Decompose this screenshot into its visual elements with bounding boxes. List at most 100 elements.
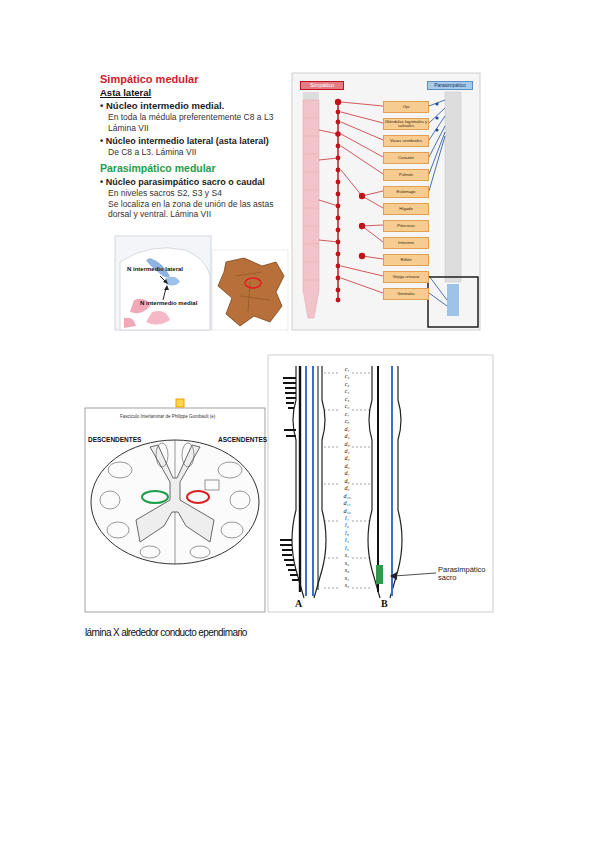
organ-box: Corazón [383, 152, 429, 164]
autonomic-figure-part-part [319, 130, 338, 134]
autonomic-figure-part [337, 100, 338, 302]
autonomic-figure-part-part [336, 120, 341, 125]
box-text: Riñón [401, 258, 412, 262]
slide-subheading: Asta lateral [100, 88, 280, 99]
autonomic-figure-part-part [336, 110, 341, 115]
autonomic-figure-part-part [341, 102, 383, 106]
tract-cross-section-part-part [230, 491, 250, 509]
autonomic-figure-part-part [336, 264, 341, 269]
box-text: Genitales [397, 292, 415, 296]
organ-box: Pulmón [383, 169, 429, 181]
slide-text: En toda la médula preferentemente C8 a L… [108, 113, 288, 123]
autonomic-figure-part-part [362, 196, 383, 208]
tract-cross-section-part-part [205, 480, 219, 490]
autonomic-figure-part-part [336, 216, 341, 221]
segment-label: d₁₂ [340, 508, 354, 515]
tract-cross-section-part-part [140, 546, 160, 558]
longitudinal-cords-part [299, 366, 301, 592]
autonomic-figure-part-part [435, 102, 438, 105]
organ-box: Glándulas lagrimales y salivales [383, 118, 429, 130]
segment-label: c₃ [340, 381, 354, 388]
slide-bullet: • Núcleo parasimpático sacro o caudal [100, 177, 285, 187]
organ-box: Genitales [383, 288, 429, 300]
segment-label: c₆ [340, 403, 354, 410]
organ-box: Vasos cerebrales [383, 135, 429, 147]
organ-box: Hígado [383, 203, 429, 215]
autonomic-figure-part-part [336, 228, 341, 233]
figure-note: Fascículo Interlaminar de Philippe Gomba… [120, 414, 230, 419]
segment-label: l₅ [340, 545, 354, 552]
grey-matter-figure [212, 250, 288, 330]
autonomic-figure-part-part [336, 180, 341, 185]
slide-heading: Parasimpático medular [100, 163, 280, 175]
longitudinal-cords-part-part [283, 378, 296, 408]
autonomic-figure-part-part [341, 112, 383, 123]
organ-box: Vejiga urinaria [383, 271, 429, 283]
tract-cross-section [85, 399, 265, 612]
box-text: Corazón [398, 156, 414, 160]
autonomic-figure-part-part [336, 288, 341, 293]
longitudinal-cords-part [377, 366, 379, 592]
autonomic-figure-part-part [319, 158, 338, 160]
tract-cross-section-part-part [221, 522, 243, 538]
tract-cross-section-part-part [107, 522, 129, 538]
segment-label: l₃ [340, 530, 354, 537]
longitudinal-cords-part-part [352, 373, 370, 588]
box-text: Pulmón [399, 173, 413, 177]
slide-text: Se localiza en la zona de unión de las a… [108, 200, 286, 219]
autonomic-figure-part-part [319, 200, 338, 206]
segment-label: d₅ [340, 455, 354, 462]
longitudinal-cords-part [394, 573, 436, 576]
cord-letter: B [381, 598, 395, 609]
segment-label: d₃ [340, 441, 354, 448]
longitudinal-cords-part [280, 378, 300, 580]
callout-label: Parasimpático sacro [438, 566, 498, 583]
autonomic-figure-part-part [319, 240, 338, 242]
autonomic-figure-part-part [336, 298, 341, 303]
autonomic-figure-part-part [435, 116, 438, 119]
box-text: Páncreas [397, 224, 415, 228]
box-text: Ojo [403, 105, 410, 109]
box-text: Parasimpático [434, 83, 466, 88]
cord-section-figure-part [164, 285, 169, 290]
box-text: Glándulas lagrimales y salivales [384, 120, 428, 129]
longitudinal-cords-part [305, 366, 307, 596]
slide-heading: Simpático medular [100, 73, 280, 85]
organ-box: Intestino [383, 237, 429, 249]
grey-matter-figure-part [218, 258, 284, 326]
grey-matter-figure-part [245, 278, 261, 288]
cord-section-figure [115, 236, 211, 330]
segment-label: c₇ [340, 411, 354, 418]
autonomic-figure-part-part [336, 144, 341, 149]
box-text: Intestino [398, 241, 414, 245]
organ-box: Estómago [383, 186, 429, 198]
autonomic-figure-part [303, 100, 319, 318]
figure-label: N intermedio lateral [127, 266, 197, 273]
autonomic-figure-part [303, 118, 319, 280]
tract-cross-section-part-part [218, 462, 242, 478]
autonomic-figure-part [447, 284, 459, 316]
segment-label: s₅ [340, 582, 354, 589]
autonomic-figure-part-part [429, 108, 445, 123]
organ-box: Páncreas [383, 220, 429, 232]
autonomic-figure-part-part [336, 168, 341, 173]
segment-label: d₁₁ [340, 500, 354, 507]
column-heading: ASCENDENTES [218, 436, 278, 443]
segment-label: s₂ [340, 560, 354, 567]
cord-section-figure-part [163, 279, 168, 284]
longitudinal-cords-part [324, 373, 370, 588]
segment-label: s₃ [340, 567, 354, 574]
box-text: Estómago [397, 190, 416, 194]
segment-label: l₂ [340, 522, 354, 529]
box-text: Vejiga urinaria [393, 275, 420, 279]
segment-label: d₂ [340, 433, 354, 440]
tract-cross-section-part [187, 491, 209, 503]
segment-label: l₄ [340, 537, 354, 544]
autonomic-figure-part [428, 277, 478, 327]
tract-cross-section-part-part [108, 462, 132, 478]
grey-matter-figure-part [212, 250, 288, 330]
cord-section-figure-part [120, 248, 210, 330]
box-text: Simpático [310, 83, 334, 89]
